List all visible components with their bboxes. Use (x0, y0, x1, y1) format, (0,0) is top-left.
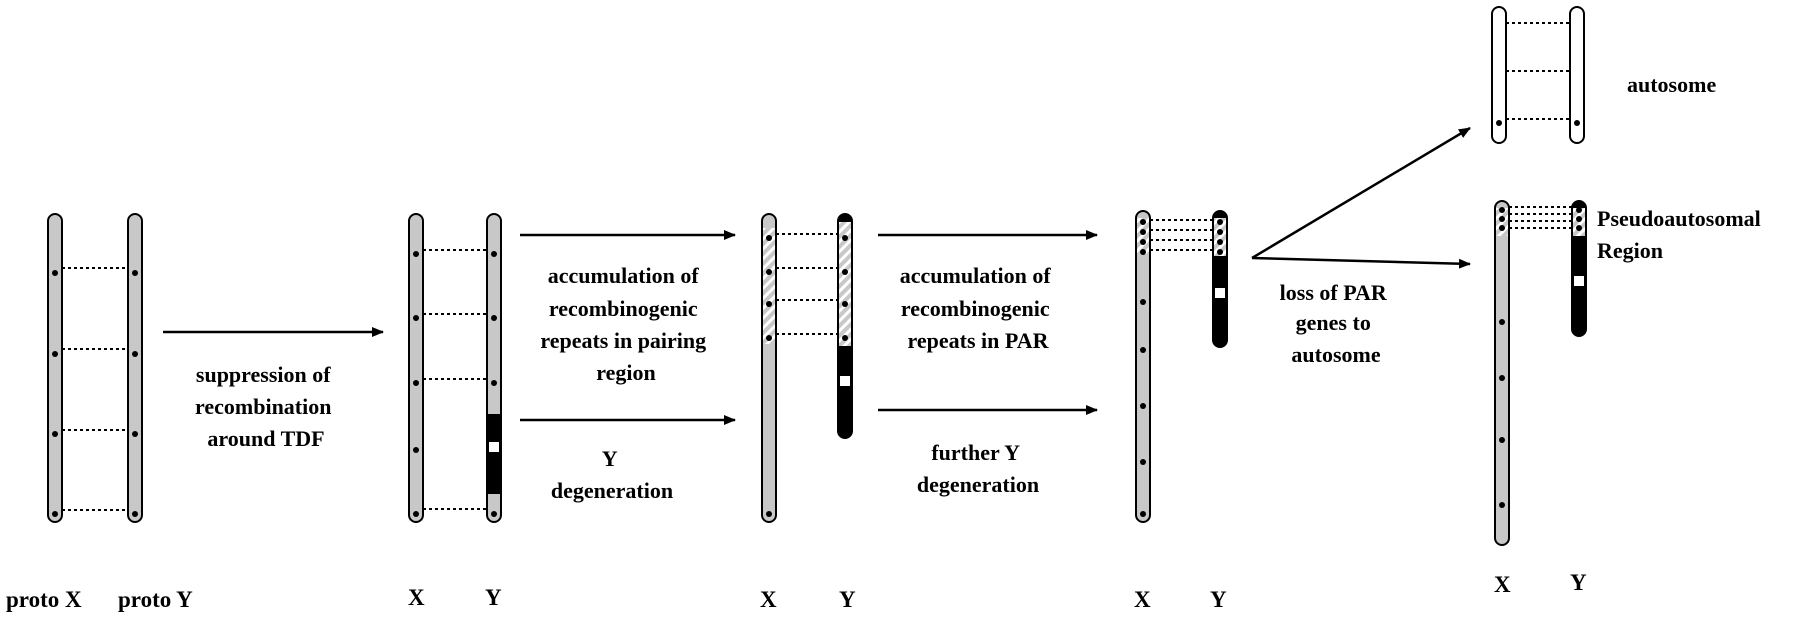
further-degeneration-label: further Y degeneration (917, 440, 1039, 497)
y-degeneration-label: Y degeneration (551, 446, 673, 503)
autosome-pairing-lines (1506, 22, 1570, 120)
proto-genes (52, 270, 138, 517)
proto-y-chromosome (127, 213, 143, 523)
stage-2-pairing-lines (423, 249, 487, 510)
pseudoautosomal-label: Pseudoautosomal Region (1597, 206, 1766, 263)
stage-4-x-chromosome (1135, 210, 1151, 523)
stage-2-x-chromosome (408, 213, 424, 523)
proto-x-chromosome (47, 213, 63, 523)
stage-4-x-par (1137, 218, 1149, 254)
autosome-label: autosome (1627, 72, 1716, 97)
proto-pairing-lines (62, 267, 128, 511)
stage-3-x-repeat-region (763, 228, 775, 344)
accumulation-pairing-label: accumulation of recombinogenic repeats i… (540, 263, 711, 385)
proto-x-label: proto X (6, 587, 82, 612)
stage-4-pairing-lines (1150, 219, 1213, 251)
loss-of-par-label: loss of PAR genes to autosome (1280, 280, 1393, 367)
stage-2: X Y (408, 213, 502, 610)
stage-5-tdf-gene (1574, 276, 1584, 286)
autosome-chromosome-left (1491, 6, 1507, 144)
stage-2-genes (413, 251, 497, 517)
proto-y-label: proto Y (118, 587, 193, 612)
arrow-to-autosome (1251, 126, 1471, 260)
stage-3-y-upper (839, 222, 851, 346)
stage-4: X Y (1134, 210, 1228, 612)
stage-4-x-label: X (1134, 587, 1151, 612)
stage-2-tdf-region (487, 414, 501, 494)
arrow-to-pseudoautosomal (1251, 256, 1471, 269)
stage-4-tdf-gene (1215, 288, 1225, 298)
stage-5-x-label: X (1494, 572, 1511, 597)
stage-3-pairing-lines (776, 233, 838, 335)
stage-5: Pseudoautosomal Region X Y (1494, 200, 1766, 597)
stage-3-x-label: X (760, 587, 777, 612)
autosome-chromosome-right (1569, 6, 1585, 144)
autosome-pair: autosome (1491, 6, 1716, 144)
stage-4-y-label: Y (1210, 587, 1227, 612)
stage-3-genes (766, 235, 848, 517)
stage-5-genes (1499, 207, 1582, 508)
stage-3-tdf-gene (840, 376, 850, 386)
stage-4-y-par (1214, 218, 1226, 256)
stage-5-pairing-lines (1509, 206, 1572, 229)
stage-3-y-label: Y (839, 587, 856, 612)
stage-5-x-chromosome (1494, 200, 1510, 546)
stage-2-tdf-gene (489, 442, 499, 452)
stage-2-y-label: Y (485, 585, 502, 610)
suppression-label: suppression of recombination around TDF (195, 362, 337, 451)
stage-1-proto: proto X proto Y (6, 213, 193, 612)
stage-4-genes (1140, 219, 1223, 517)
stage-5-y-label: Y (1570, 570, 1587, 595)
accumulation-par-label: accumulation of recombinogenic repeats i… (900, 263, 1056, 353)
stage-3: X Y (760, 213, 856, 612)
stage-2-x-label: X (408, 585, 425, 610)
autosome-genes (1496, 120, 1580, 126)
